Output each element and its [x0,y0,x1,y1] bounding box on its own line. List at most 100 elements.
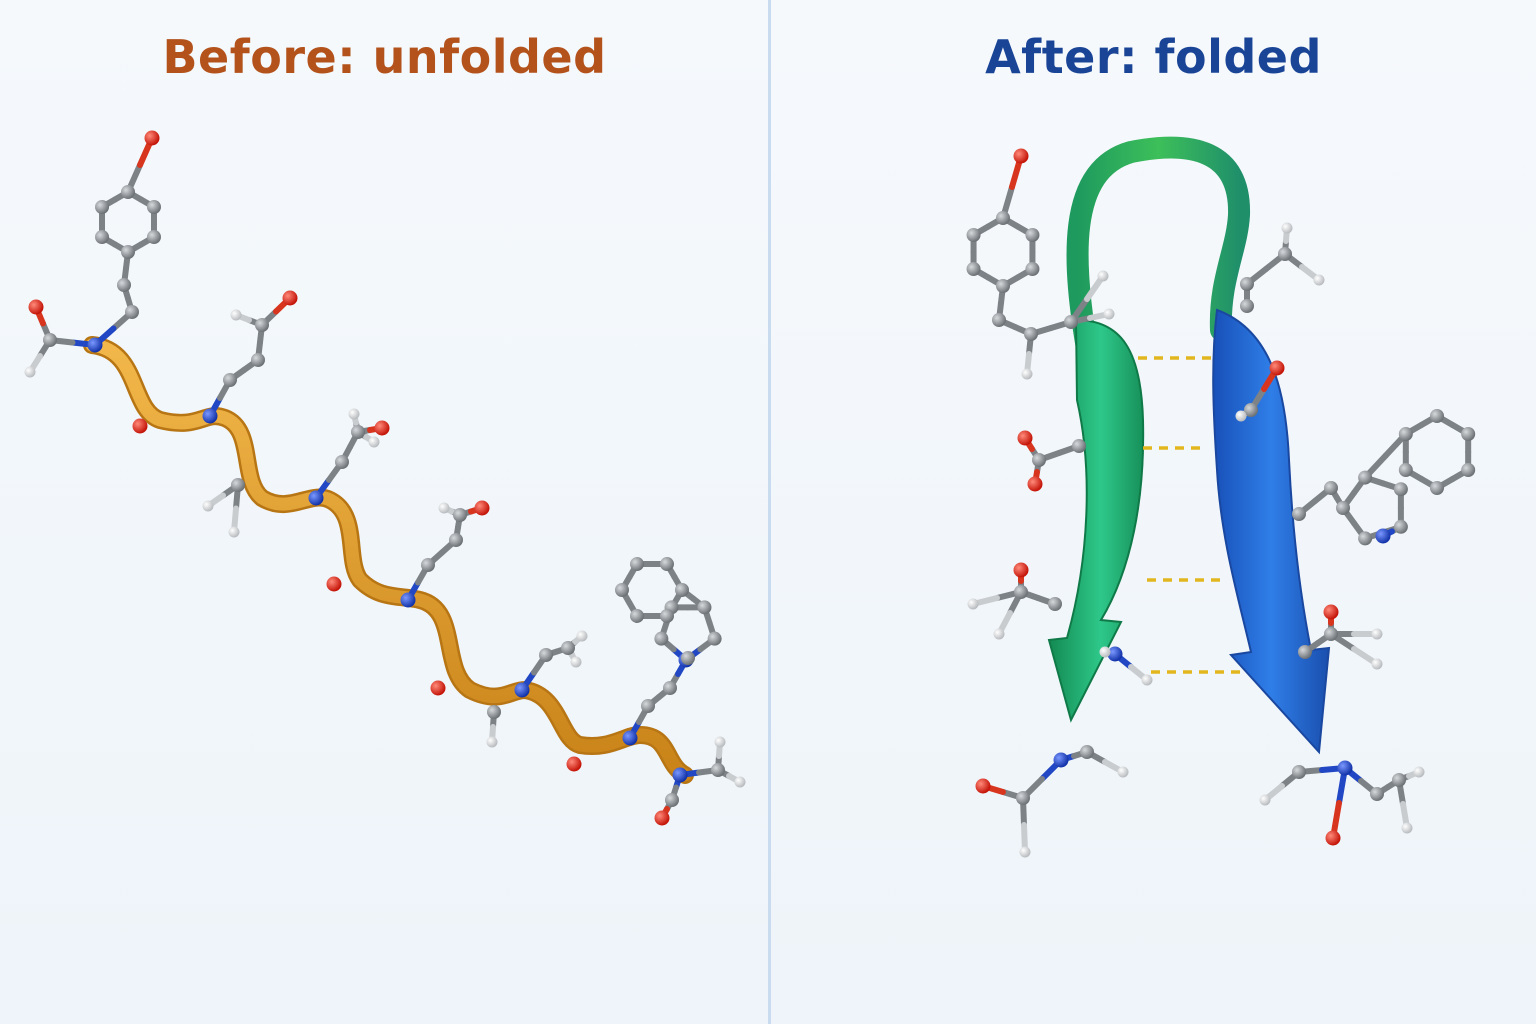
carbon-atom [992,313,1006,327]
hydrogen-atom [24,366,36,378]
hydrogen-atom [1099,646,1111,658]
hydrogen-atom [1117,766,1129,778]
hydrogen-atom [1097,270,1109,282]
nitrogen-atom [400,592,416,608]
hydrogen-atom [1021,368,1033,380]
carbon-atom [1024,327,1038,341]
hydrogen-atom [368,436,380,448]
oxygen-atom [1325,830,1341,846]
carbon-atom [1461,463,1476,477]
carbon-atom [1032,453,1046,467]
nitrogen-atom [514,682,530,698]
carbon-atom [665,793,679,807]
carbon-atom [1240,299,1254,313]
carbon-atom [966,262,981,276]
hydrogen-atom [1371,628,1383,640]
carbon-atom [121,185,135,199]
nitrogen-atom [308,490,324,506]
carbon-atom [996,211,1010,225]
carbon-atom [1398,463,1413,477]
oxygen-atom [1027,476,1043,492]
carbon-atom [1461,427,1476,441]
carbon-atom [660,608,674,623]
hydrogen-atom [1259,794,1271,806]
carbon-atom [1336,501,1350,515]
hairpin-loop [1066,136,1251,371]
carbon-atom [449,533,463,547]
carbon-atom [697,600,712,615]
carbon-atom [707,631,722,646]
oxygen-atom [1013,562,1029,578]
carbon-atom [95,230,110,244]
carbon-atom [231,478,245,492]
hydrogen-atom [1019,846,1031,858]
carbon-atom [125,305,139,319]
carbon-atom [453,508,467,522]
oxygen-atom [374,420,390,436]
carbon-atom [1430,481,1444,495]
carbon-atom [1014,585,1028,599]
hydrogen-atom [348,408,360,420]
nitrogen-atom [1107,646,1123,662]
carbon-atom [630,557,644,572]
carbon-atom [1358,470,1373,485]
carbon-atom [1025,228,1040,242]
hydrogen-atom [570,656,582,668]
carbon-atom [641,699,655,713]
oxygen-atom [28,299,44,315]
hydrogen-atom [967,598,979,610]
oxygen-atom [975,778,991,794]
nitrogen-atom [1337,760,1353,776]
carbon-atom [681,651,695,665]
carbon-atom [1016,791,1030,805]
oxygen-atom [1323,604,1339,620]
unfolded-peptide-model [24,130,746,826]
carbon-atom [1324,481,1338,495]
carbon-atom [1064,315,1078,329]
carbon-atom [223,373,237,387]
hydrogen-atom [1281,222,1293,234]
oxygen-atom [1269,360,1285,376]
oxygen-atom [326,576,342,592]
carbon-atom [1072,439,1086,453]
hydrogen-atom [993,628,1005,640]
carbon-atom [996,279,1010,293]
carbon-atom [1393,482,1408,497]
nitrogen-atom [1053,752,1069,768]
after-panel: After: folded [771,0,1536,1024]
oxygen-atom [144,130,160,146]
oxygen-atom [430,680,446,696]
carbon-atom [1240,277,1254,291]
hydrogen-atom [1401,822,1413,834]
carbon-atom [615,583,629,597]
oxygen-atom [282,290,298,306]
carbon-atom [43,333,57,347]
hydrogen-atom [1371,658,1383,670]
backbone-tube-shadow [83,336,694,784]
carbon-atom [95,200,110,214]
backbone-tube [85,338,692,782]
strand-green-arrow [1047,318,1145,723]
carbon-atom [1324,627,1338,641]
hydrogen-atom [230,309,242,321]
carbon-atom [146,200,161,214]
carbon-atom [1278,247,1292,261]
carbon-atom [1370,787,1384,801]
carbon-atom [966,228,981,242]
carbon-atom [654,631,669,646]
carbon-atom [1244,403,1258,417]
hydrogen-atom [486,736,498,748]
hydrogen-atom [438,502,450,514]
nitrogen-atom [672,767,688,783]
carbon-atom [1048,597,1062,611]
carbon-atom [1430,409,1444,423]
hydrogen-atom [576,630,588,642]
hydrogen-atom [202,500,214,512]
carbon-atom [335,455,349,469]
carbon-atom [1292,765,1306,779]
carbon-atom [251,353,265,367]
folded-beta-hairpin-model [966,136,1476,858]
nitrogen-atom [622,730,638,746]
carbon-atom [1358,531,1373,546]
